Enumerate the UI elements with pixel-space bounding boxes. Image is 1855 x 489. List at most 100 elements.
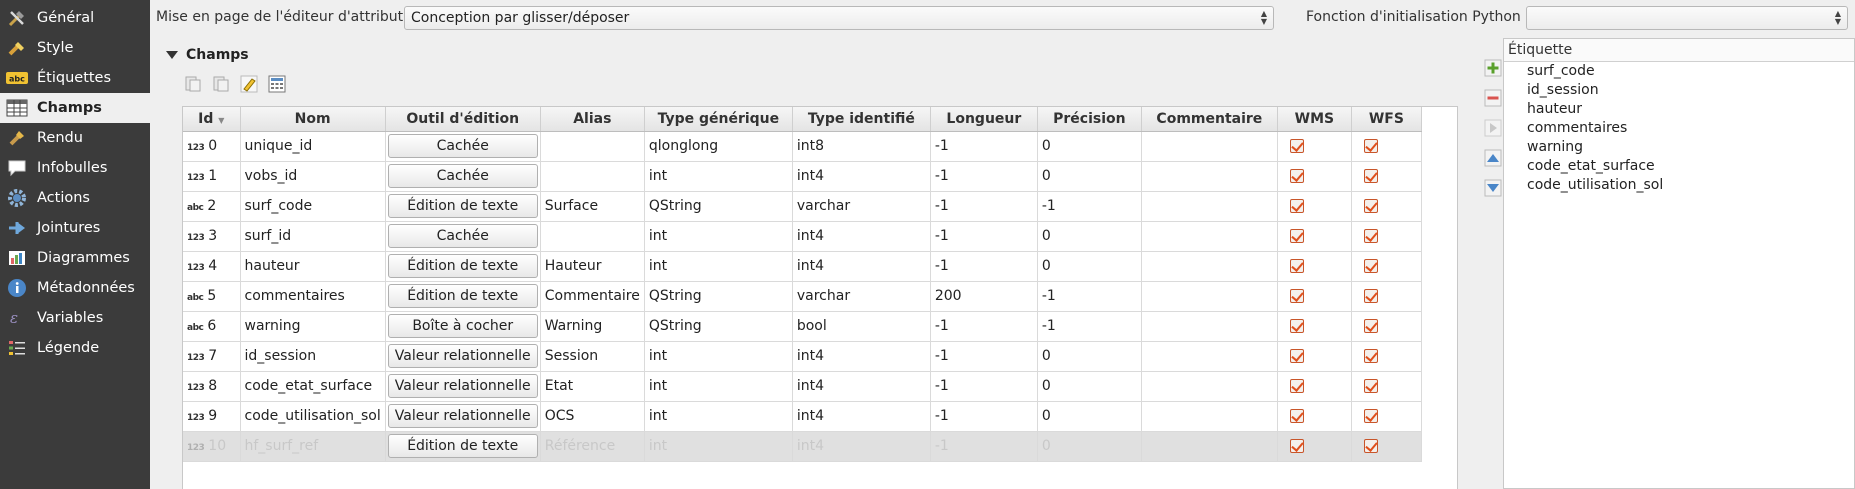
column-header-outil[interactable]: Outil d'édition — [385, 107, 541, 132]
tree-header[interactable]: Étiquette — [1504, 39, 1854, 62]
cell-comment[interactable] — [1141, 371, 1278, 402]
wfs-checkbox[interactable] — [1363, 319, 1378, 333]
cell-alias[interactable]: Etat — [540, 371, 645, 402]
field-calculator-icon[interactable] — [266, 73, 288, 95]
wms-checkbox[interactable] — [1289, 229, 1304, 243]
champs-section-toggle[interactable]: Champs — [166, 47, 249, 63]
wfs-checkbox[interactable] — [1363, 349, 1378, 363]
tree-item[interactable]: warning — [1527, 139, 1584, 155]
edit-widget-button[interactable]: Édition de texte — [387, 434, 538, 458]
sidebar-item-general[interactable]: Général — [0, 3, 150, 33]
sidebar-item-infobulles[interactable]: Infobulles — [0, 153, 150, 183]
cell-comment[interactable] — [1141, 191, 1278, 222]
toggle-edit-icon[interactable] — [238, 73, 260, 95]
move-down-icon[interactable] — [1482, 177, 1504, 199]
edit-widget-button[interactable]: Valeur relationnelle — [387, 344, 538, 368]
new-field-icon[interactable] — [182, 73, 204, 95]
remove-red-minus-icon[interactable] — [1482, 87, 1504, 109]
tree-item[interactable]: surf_code — [1527, 63, 1595, 79]
wfs-checkbox[interactable] — [1363, 229, 1378, 243]
tree-item[interactable]: code_etat_surface — [1527, 158, 1655, 174]
sidebar-item-style[interactable]: Style — [0, 33, 150, 63]
edit-widget-button[interactable]: Valeur relationnelle — [387, 404, 538, 428]
sidebar-item-actions[interactable]: Actions — [0, 183, 150, 213]
cell-alias[interactable]: Surface — [540, 191, 645, 222]
sidebar-item-legende[interactable]: Légende — [0, 333, 150, 363]
edit-widget-button[interactable]: Cachée — [387, 224, 538, 248]
edit-widget-button[interactable]: Cachée — [387, 164, 538, 188]
wms-checkbox[interactable] — [1289, 259, 1304, 273]
wfs-checkbox[interactable] — [1363, 409, 1378, 423]
wms-checkbox[interactable] — [1289, 439, 1304, 453]
cell-alias[interactable] — [540, 131, 645, 162]
edit-widget-button[interactable]: Édition de texte — [387, 194, 538, 218]
cell-comment[interactable] — [1141, 431, 1278, 462]
sidebar-item-diagrammes[interactable]: Diagrammes — [0, 243, 150, 273]
wfs-checkbox[interactable] — [1363, 439, 1378, 453]
edit-widget-button[interactable]: Valeur relationnelle — [387, 374, 538, 398]
column-header-type-generique[interactable]: Type générique — [644, 107, 793, 132]
edit-widget-button[interactable]: Cachée — [387, 134, 538, 158]
tree-item[interactable]: commentaires — [1527, 120, 1628, 136]
wms-checkbox[interactable] — [1289, 349, 1304, 363]
cell-comment[interactable] — [1141, 251, 1278, 282]
column-header-alias[interactable]: Alias — [540, 107, 645, 132]
wms-checkbox[interactable] — [1289, 379, 1304, 393]
column-header-longueur[interactable]: Longueur — [930, 107, 1038, 132]
column-header-precision[interactable]: Précision — [1037, 107, 1142, 132]
sidebar-item-etiquettes[interactable]: abc Étiquettes — [0, 63, 150, 93]
column-header-commentaire[interactable]: Commentaire — [1141, 107, 1278, 132]
cell-comment[interactable] — [1141, 401, 1278, 432]
move-right-icon[interactable] — [1482, 117, 1504, 139]
sidebar-item-variables[interactable]: ε Variables — [0, 303, 150, 333]
cell-alias[interactable]: Session — [540, 341, 645, 372]
wms-checkbox[interactable] — [1289, 169, 1304, 183]
wfs-checkbox[interactable] — [1363, 199, 1378, 213]
wfs-checkbox[interactable] — [1363, 169, 1378, 183]
edit-widget-button[interactable]: Édition de texte — [387, 254, 538, 278]
column-header-type-identifie[interactable]: Type identifié — [792, 107, 931, 132]
layout-select[interactable]: Conception par glisser/déposer ▲▼ — [404, 6, 1274, 30]
cell-comment[interactable] — [1141, 311, 1278, 342]
wms-checkbox[interactable] — [1289, 409, 1304, 423]
sidebar-item-rendu[interactable]: Rendu — [0, 123, 150, 153]
cell-alias[interactable]: Warning — [540, 311, 645, 342]
cell-comment[interactable] — [1141, 131, 1278, 162]
cell-comment[interactable] — [1141, 341, 1278, 372]
wms-checkbox[interactable] — [1289, 319, 1304, 333]
wfs-checkbox[interactable] — [1363, 139, 1378, 153]
tree-item[interactable]: code_utilisation_sol — [1527, 177, 1664, 193]
cell-comment[interactable] — [1141, 281, 1278, 312]
cell-alias[interactable]: OCS — [540, 401, 645, 432]
wms-checkbox[interactable] — [1289, 139, 1304, 153]
column-header-nom[interactable]: Nom — [240, 107, 386, 132]
column-header-wfs[interactable]: WFS — [1351, 107, 1422, 132]
cell-alias[interactable]: Commentaire — [540, 281, 645, 312]
sidebar-item-champs[interactable]: Champs — [0, 93, 150, 123]
tree-item[interactable]: id_session — [1527, 82, 1599, 98]
edit-widget-button[interactable]: Boîte à cocher — [387, 314, 538, 338]
wms-checkbox[interactable] — [1289, 289, 1304, 303]
python-init-select[interactable]: ▲▼ — [1526, 6, 1848, 30]
cell-alias[interactable]: Hauteur — [540, 251, 645, 282]
cell-comment[interactable] — [1141, 221, 1278, 252]
column-header-wms[interactable]: WMS — [1277, 107, 1352, 132]
sidebar-item-jointures[interactable]: Jointures — [0, 213, 150, 243]
cell-alias[interactable] — [540, 161, 645, 192]
wms-checkbox[interactable] — [1289, 199, 1304, 213]
add-green-plus-icon[interactable] — [1482, 57, 1504, 79]
cell-alias[interactable]: Référence — [540, 431, 645, 462]
move-up-icon[interactable] — [1482, 147, 1504, 169]
cell-alias[interactable] — [540, 221, 645, 252]
